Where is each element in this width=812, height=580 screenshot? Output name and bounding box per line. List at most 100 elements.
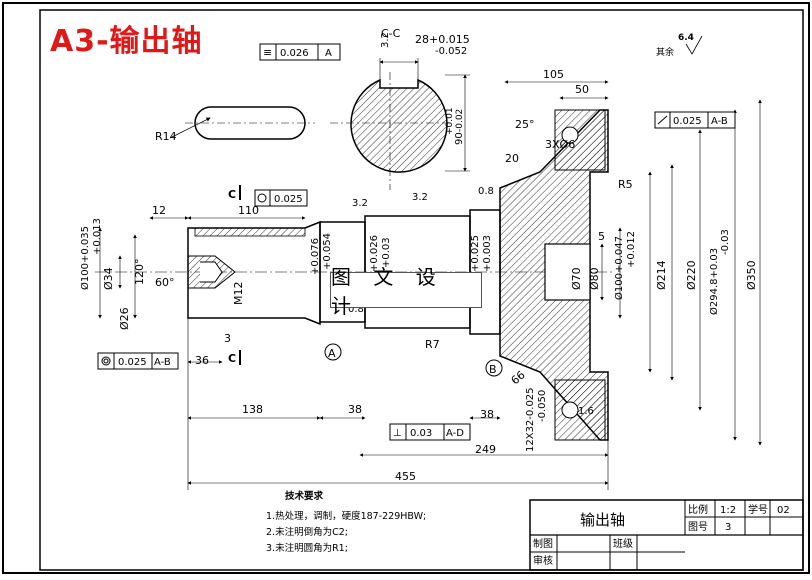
svg-text:120°: 120° <box>133 259 146 286</box>
svg-text:3.2: 3.2 <box>352 198 368 209</box>
tolerance-frame-2: 0.025 <box>254 189 308 207</box>
svg-text:50: 50 <box>575 83 589 96</box>
notes-line-2: 2.未注明倒角为C2; <box>266 526 348 538</box>
svg-text:0.8: 0.8 <box>478 186 494 197</box>
svg-text:+0.003: +0.003 <box>482 235 493 272</box>
section-c-c: C-C 28+0.015 -0.052 90 +0.01 -0.02 <box>330 27 470 190</box>
svg-text:+0.076: +0.076 <box>310 238 321 275</box>
svg-text:≡: ≡ <box>263 46 272 59</box>
drawing-badge-title: A3-输出轴 <box>50 24 203 59</box>
svg-text:3.2: 3.2 <box>412 192 428 203</box>
svg-text:38: 38 <box>480 408 494 421</box>
svg-text:455: 455 <box>395 470 416 483</box>
svg-text:A-D: A-D <box>446 428 464 439</box>
svg-text:3: 3 <box>224 332 231 345</box>
svg-text:249: 249 <box>475 443 496 456</box>
svg-text:学号: 学号 <box>748 503 768 516</box>
key-view: R14 <box>155 106 315 143</box>
svg-text:+0.03: +0.03 <box>381 237 392 268</box>
key-radius-label: R14 <box>155 130 177 143</box>
svg-text:0.026: 0.026 <box>280 48 309 59</box>
svg-text:25°: 25° <box>515 118 535 131</box>
tolerance-frame-1: ≡ 0.026 A <box>259 43 341 61</box>
svg-text:其余: 其余 <box>656 46 674 58</box>
svg-text:B: B <box>489 363 497 376</box>
tolerance-frame-3: 0.025 A-B <box>97 352 179 370</box>
svg-text:M12: M12 <box>232 282 245 306</box>
svg-text:Ø100+0.047: Ø100+0.047 <box>613 236 625 300</box>
title-block-text: 输出轴 比例 1:2 学号 02 图号 3 制图 审核 班级 <box>533 503 790 567</box>
notes-line-3: 3.未注明圆角为R1; <box>266 542 348 554</box>
svg-text:38: 38 <box>348 403 362 416</box>
svg-text:3.2: 3.2 <box>380 32 391 48</box>
svg-text:1:2: 1:2 <box>720 505 736 516</box>
svg-text:Ø100+0.035: Ø100+0.035 <box>79 226 91 290</box>
svg-text:0.025: 0.025 <box>274 194 303 205</box>
svg-text:Ø34: Ø34 <box>102 267 115 290</box>
svg-text:02: 02 <box>777 505 790 516</box>
svg-text:0.03: 0.03 <box>410 428 432 439</box>
svg-text:+0.013: +0.013 <box>92 218 103 255</box>
svg-text:Ø80: Ø80 <box>588 267 601 290</box>
svg-text:+0.026: +0.026 <box>369 235 380 272</box>
svg-text:图号: 图号 <box>688 521 708 533</box>
svg-text:A-B: A-B <box>154 357 171 368</box>
title-block <box>529 499 804 571</box>
keyway-tol-low: -0.052 <box>435 46 467 57</box>
notes-line-1: 1.热处理，调制，硬度187-229HBW; <box>266 510 426 522</box>
svg-text:60°: 60° <box>155 276 175 289</box>
svg-text:-0.050: -0.050 <box>537 390 548 422</box>
inner-border <box>39 9 804 571</box>
svg-text:3: 3 <box>725 522 731 533</box>
svg-text:6.4: 6.4 <box>678 33 694 43</box>
tolerance-frame-4: 0.025 A-B <box>654 111 736 129</box>
svg-text:0.025: 0.025 <box>673 116 702 127</box>
section-dim-b: +0.01 <box>445 107 455 135</box>
svg-text:0.8: 0.8 <box>348 304 364 315</box>
svg-text:R5: R5 <box>618 178 633 191</box>
svg-text:Ø70: Ø70 <box>570 267 583 290</box>
datum-markers: A B C C <box>228 185 503 377</box>
svg-text:Ø214: Ø214 <box>655 260 668 290</box>
svg-text:-0.03: -0.03 <box>720 229 731 255</box>
svg-text:+0.025: +0.025 <box>470 235 481 272</box>
svg-text:1.6: 1.6 <box>578 406 594 417</box>
svg-text:班级: 班级 <box>613 538 633 550</box>
svg-text:105: 105 <box>543 68 564 81</box>
dimension-lines <box>98 80 762 490</box>
svg-text:Ø220: Ø220 <box>685 260 698 290</box>
svg-text:审核: 审核 <box>533 554 553 567</box>
svg-text:5: 5 <box>598 230 605 243</box>
tolerance-frame-5: ⊥ 0.03 A-D <box>389 423 471 441</box>
svg-text:0.025: 0.025 <box>118 357 147 368</box>
svg-text:A: A <box>325 48 332 59</box>
part-name: 输出轴 <box>580 511 625 529</box>
svg-text:A: A <box>328 347 336 360</box>
svg-text:36: 36 <box>195 354 209 367</box>
svg-text:12X32-0.025: 12X32-0.025 <box>525 387 536 452</box>
svg-text:制图: 制图 <box>533 537 553 550</box>
keyway-tol: 28+0.015 <box>415 33 470 46</box>
svg-text:20: 20 <box>505 152 519 165</box>
svg-text:12: 12 <box>152 204 166 217</box>
svg-text:66: 66 <box>509 368 528 387</box>
svg-text:3XØ6: 3XØ6 <box>545 138 575 151</box>
surface-finish-rest: 6.4 其余 <box>656 33 703 58</box>
svg-text:Ø294.8+0.03: Ø294.8+0.03 <box>708 248 720 315</box>
svg-text:⊥: ⊥ <box>393 428 402 439</box>
section-dim-a: 90 <box>454 132 465 145</box>
shaft-main-view <box>95 109 615 441</box>
svg-text:比例: 比例 <box>688 503 708 516</box>
svg-text:110: 110 <box>238 204 259 217</box>
section-label: C-C <box>381 27 401 40</box>
svg-text:+0.054: +0.054 <box>322 233 333 270</box>
notes-heading: 技术要求 <box>285 490 324 502</box>
svg-text:C: C <box>228 352 236 365</box>
technical-notes: 技术要求 1.热处理，调制，硬度187-229HBW; 2.未注明倒角为C2; … <box>266 490 426 554</box>
svg-text:+0.012: +0.012 <box>626 231 637 268</box>
svg-text:Ø350: Ø350 <box>745 260 758 290</box>
svg-text:Ø26: Ø26 <box>118 307 131 330</box>
